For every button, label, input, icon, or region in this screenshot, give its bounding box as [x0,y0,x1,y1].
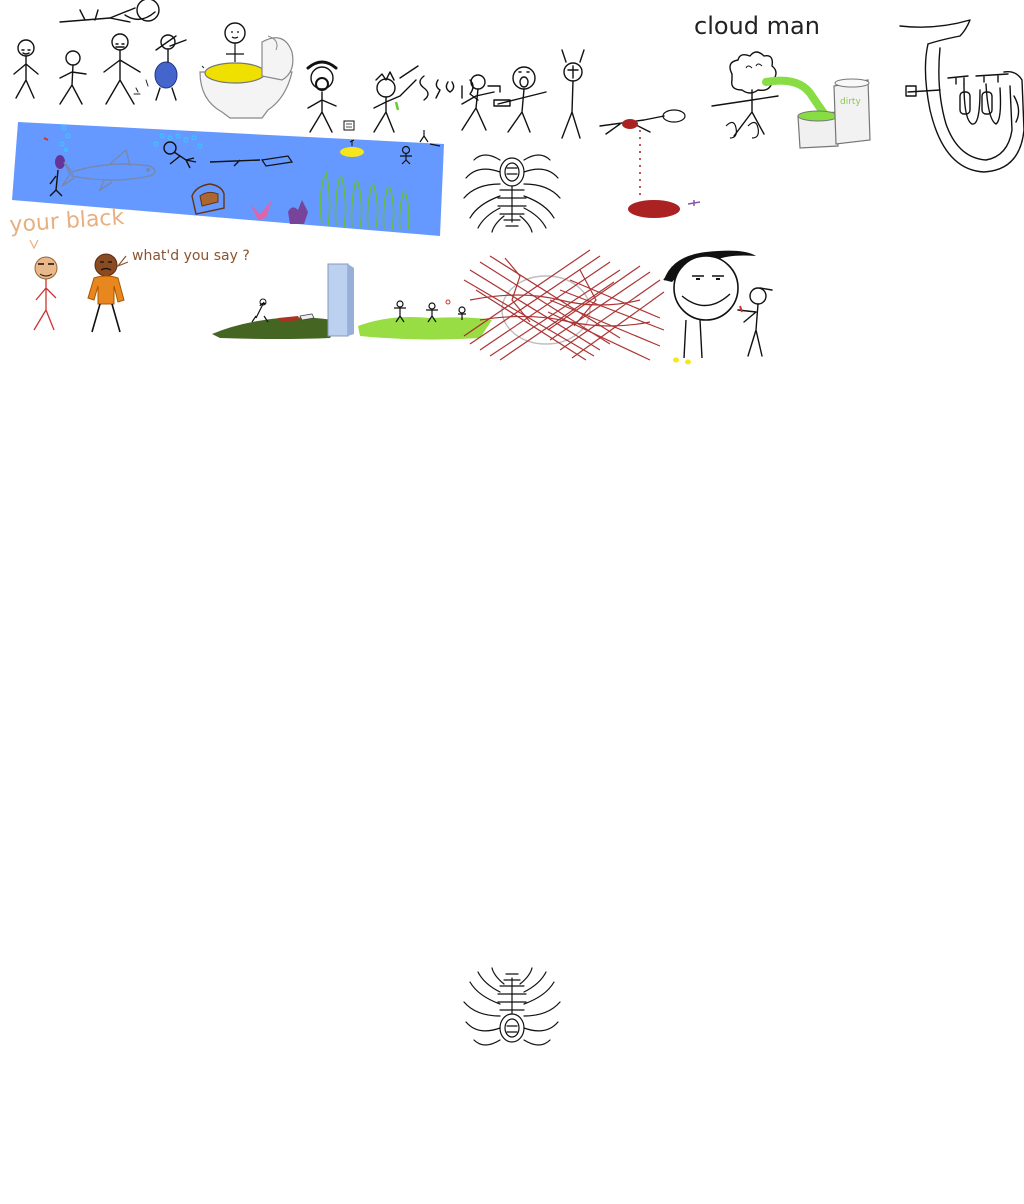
your-black-label: your black [9,205,126,238]
stick-figure-2 [59,50,87,105]
blue-blob-figure [154,34,187,101]
red-drip-small [739,305,743,313]
dash-marks [133,79,149,95]
green-drip [394,101,400,111]
screaming-figure [493,66,547,133]
tuba-icon [899,19,1024,173]
speech-pointer-left [29,239,39,250]
ocean-scene [12,122,444,236]
bucket-label: dirty [840,97,861,107]
what-d-you-say-label: what'd you say ? [116,248,250,268]
bearded-figure [306,60,338,133]
glasses-figure [33,256,58,331]
meme-face-figure [663,250,756,365]
spiky-hair-figure [373,65,419,133]
figure-with-gun [461,74,501,131]
small-box [343,120,355,131]
arms-up-figure [561,49,585,139]
lying-bleeding-figure [599,109,701,218]
toilet-icon [199,22,294,119]
cloud-man-figure: dirty [711,51,871,149]
shark-icon [61,148,156,192]
scribble-letters [419,75,479,101]
cloud-man-label: cloud man [694,12,820,40]
stick-figure-1 [13,39,39,99]
stick-figure-3 [103,33,141,105]
orange-shirt-figure [87,253,125,333]
grass-monolith-scene [212,263,492,340]
spider-icon [463,967,561,1046]
svg-text:what'd you say ?: what'd you say ? [132,248,250,264]
spider-icon [463,154,561,233]
red-x-scribble [463,249,665,361]
small-stick-figure-right [737,287,773,357]
lying-stick-figure [59,0,160,23]
